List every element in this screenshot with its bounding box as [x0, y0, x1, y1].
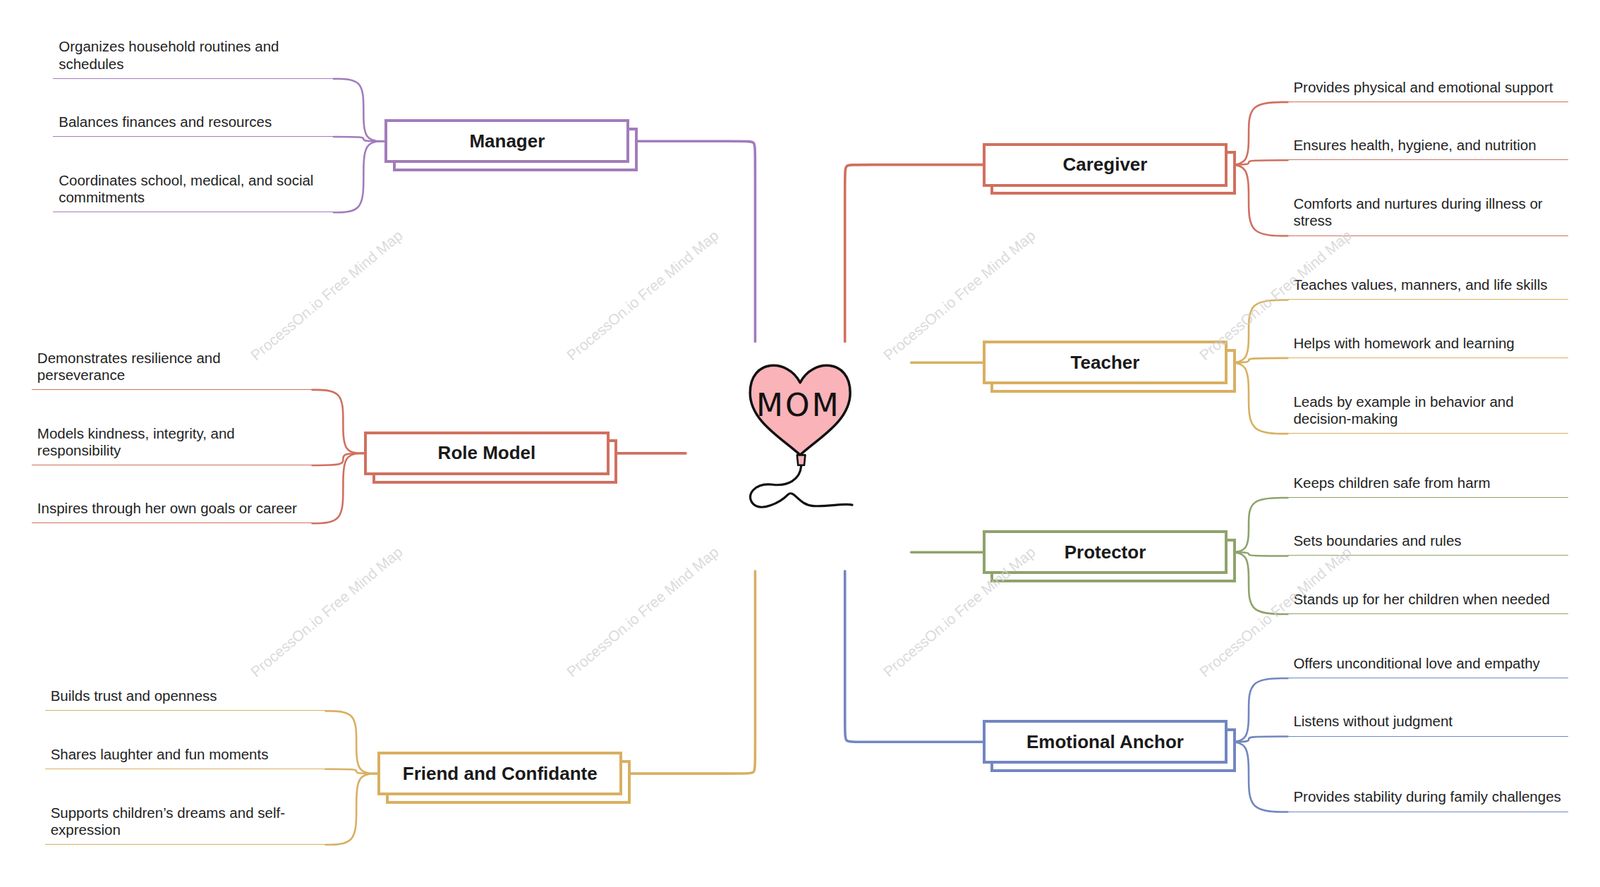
main-branch-line: [911, 361, 983, 365]
leaf-topic: Demonstrates resilience and perseverance: [31, 349, 313, 391]
sub-branch-line: [312, 390, 365, 454]
leaf-topic: Organizes household routines and schedul…: [52, 38, 334, 79]
sub-branch-line: [333, 136, 385, 142]
heart-balloon: [685, 342, 912, 572]
sub-branch-line: [325, 769, 378, 774]
topic-box: Protector: [982, 530, 1228, 575]
sub-branch-line: [1227, 358, 1288, 363]
branch-topic: Emotional Anchor: [982, 720, 1228, 765]
branch-topic: Friend and Confidante: [377, 752, 623, 796]
branch-topic: Teacher: [982, 340, 1228, 385]
watermark: ProcessOn.io Free Mind Map: [563, 227, 723, 365]
topic-label: Protector: [1064, 541, 1147, 564]
topic-label: Manager: [469, 130, 545, 153]
topic-box: Manager: [384, 119, 630, 163]
subtopic-label: Helps with homework and learning: [1293, 335, 1566, 353]
sub-branch-line: [1227, 498, 1288, 553]
leaf-topic: Builds trust and openness: [45, 687, 326, 712]
topic-box: Friend and Confidante: [377, 752, 623, 796]
subtopic-label: Provides physical and emotional support: [1293, 79, 1566, 96]
sub-branch-line: [333, 141, 385, 213]
watermark: ProcessOn.io Free Mind Map: [563, 543, 723, 681]
sub-branch-line: [1227, 102, 1288, 166]
subtopic-label: Supports children’s dreams and self-expr…: [50, 804, 324, 839]
leaf-topic: Supports children’s dreams and self-expr…: [45, 804, 326, 846]
leaf-topic: Keeps children safe from harm: [1287, 474, 1569, 499]
main-branch-line: [609, 452, 686, 456]
watermark: ProcessOn.io Free Mind Map: [247, 227, 407, 365]
subtopic-label: Teaches values, manners, and life skills: [1293, 276, 1566, 294]
subtopic-label: Demonstrates resilience and perseverance: [37, 349, 310, 384]
subtopic-label: Shares laughter and fun moments: [50, 746, 324, 764]
branch-topic: Role Model: [364, 431, 609, 476]
sub-branch-line: [1227, 299, 1288, 363]
subtopic-label: Comforts and nurtures during illness or …: [1293, 195, 1566, 230]
main-branch-line: [845, 571, 983, 743]
watermark: ProcessOn.io Free Mind Map: [247, 543, 407, 681]
sub-branch-line: [325, 773, 378, 846]
topic-label: Role Model: [438, 442, 537, 465]
leaf-topic: Offers unconditional love and empathy: [1287, 655, 1569, 679]
sub-branch-line: [312, 453, 365, 466]
sub-branch-line: [1227, 737, 1288, 743]
subtopic-label: Sets boundaries and rules: [1293, 532, 1566, 550]
subtopic-label: Listens without judgment: [1293, 713, 1566, 731]
leaf-topic: Models kindness, integrity, and responsi…: [31, 425, 313, 466]
subtopic-label: Coordinates school, medical, and social …: [58, 172, 331, 206]
leaf-topic: Inspires through her own goals or career: [31, 500, 313, 524]
main-branch-line: [629, 141, 755, 342]
sub-branch-line: [325, 711, 378, 774]
sub-branch-line: [312, 453, 365, 524]
branch-topic: Protector: [982, 530, 1228, 575]
leaf-topic: Coordinates school, medical, and social …: [52, 172, 334, 213]
main-branch-line: [622, 571, 755, 774]
main-branch-line: [845, 165, 983, 343]
leaf-topic: Shares laughter and fun moments: [45, 746, 326, 770]
branch-topic: Caregiver: [982, 143, 1228, 187]
topic-box: Caregiver: [982, 143, 1228, 187]
topic-box: Teacher: [982, 340, 1228, 385]
subtopic-label: Keeps children safe from harm: [1293, 474, 1566, 492]
sub-branch-line: [1227, 552, 1288, 615]
subtopic-label: Inspires through her own goals or career: [37, 500, 310, 518]
leaf-topic: Comforts and nurtures during illness or …: [1287, 195, 1569, 236]
central-topic: MOM: [685, 342, 912, 572]
subtopic-label: Organizes household routines and schedul…: [58, 38, 331, 72]
sub-branch-line: [1227, 362, 1288, 434]
subtopic-label: Builds trust and openness: [50, 687, 324, 705]
topic-label: Caregiver: [1062, 153, 1148, 176]
leaf-topic: Helps with homework and learning: [1287, 335, 1569, 359]
subtopic-label: Provides stability during family challen…: [1293, 788, 1566, 806]
leaf-topic: Teaches values, manners, and life skills: [1287, 276, 1569, 300]
subtopic-label: Models kindness, integrity, and responsi…: [37, 425, 310, 460]
central-label: MOM: [685, 387, 912, 424]
sub-branch-line: [1227, 742, 1288, 812]
sub-branch-line: [1227, 165, 1288, 237]
main-branch-line: [911, 550, 983, 554]
leaf-topic: Listens without judgment: [1287, 713, 1569, 737]
topic-label: Teacher: [1070, 352, 1141, 374]
subtopic-label: Offers unconditional love and empathy: [1293, 655, 1566, 673]
sub-branch-line: [1227, 678, 1288, 743]
subtopic-label: Balances finances and resources: [58, 113, 331, 131]
topic-label: Friend and Confidante: [402, 763, 598, 786]
leaf-topic: Stands up for her children when needed: [1287, 591, 1569, 615]
subtopic-label: Stands up for her children when needed: [1293, 591, 1566, 609]
leaf-topic: Balances finances and resources: [52, 113, 334, 137]
branch-topic: Manager: [384, 119, 630, 163]
subtopic-label: Ensures health, hygiene, and nutrition: [1293, 136, 1566, 154]
leaf-topic: Provides stability during family challen…: [1287, 788, 1569, 812]
leaf-topic: Leads by example in behavior and decisio…: [1287, 393, 1569, 434]
leaf-topic: Provides physical and emotional support: [1287, 79, 1569, 103]
subtopic-label: Leads by example in behavior and decisio…: [1293, 393, 1566, 428]
topic-label: Emotional Anchor: [1026, 731, 1184, 754]
sub-branch-line: [1227, 160, 1288, 165]
sub-branch-line: [333, 79, 385, 142]
leaf-topic: Sets boundaries and rules: [1287, 532, 1569, 556]
leaf-topic: Ensures health, hygiene, and nutrition: [1287, 136, 1569, 161]
topic-box: Role Model: [364, 431, 609, 476]
topic-box: Emotional Anchor: [982, 720, 1228, 765]
